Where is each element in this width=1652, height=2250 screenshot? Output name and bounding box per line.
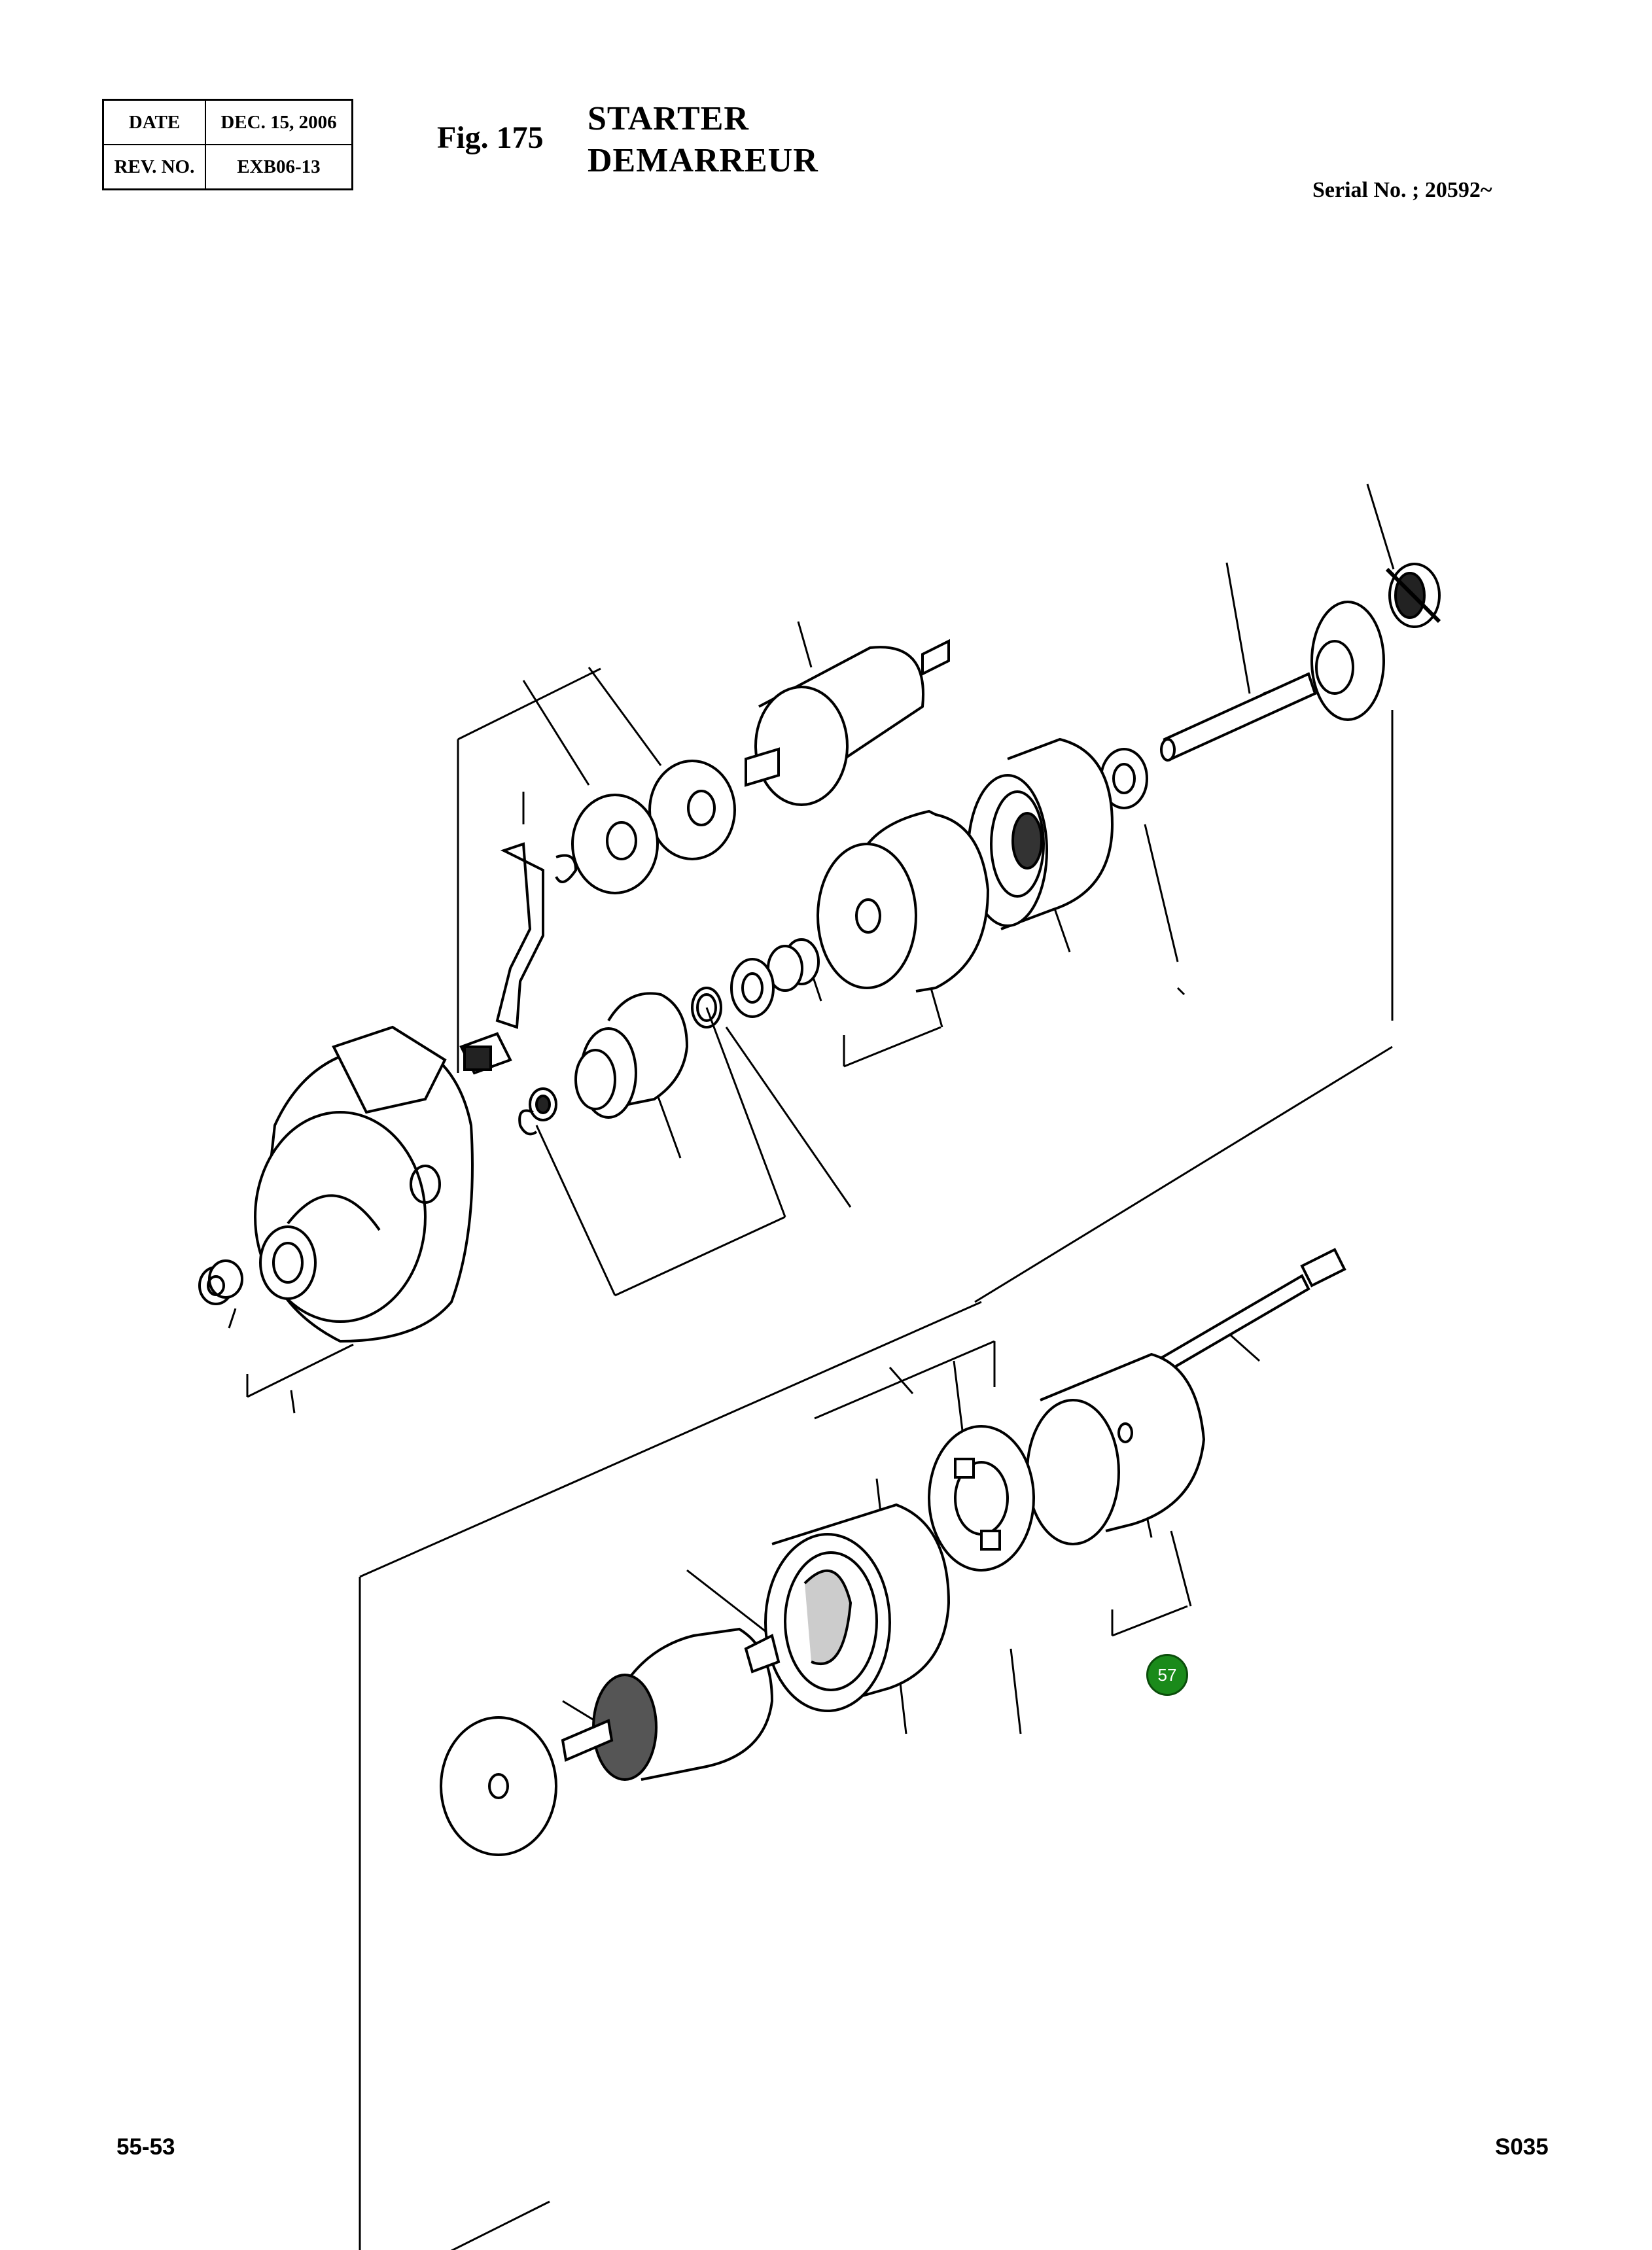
bushing-part	[198, 1259, 243, 1305]
clutch-housing-part	[967, 737, 1114, 930]
figure-number: Fig. 175	[437, 120, 544, 155]
date-label: DATE	[102, 99, 206, 145]
retaining-washer-part	[730, 958, 775, 1018]
page-number: 55-53	[116, 2134, 175, 2160]
title-french: DEMARREUR	[588, 142, 818, 179]
solenoid-washer-parts	[571, 760, 736, 894]
assembly-frame-lines	[246, 667, 1394, 2250]
armature-part	[561, 1627, 781, 1781]
rear-cover-part	[440, 1716, 557, 1856]
field-yoke-part	[764, 1503, 951, 1712]
sleeve-part	[767, 938, 820, 992]
drive-shaft-part	[1160, 601, 1385, 762]
plunger-part	[459, 1032, 512, 1075]
title-english: STARTER	[588, 100, 749, 137]
pinion-gear-part	[1385, 563, 1441, 628]
brush-holder-part	[928, 1425, 1035, 1572]
date-value: DEC. 15, 2006	[204, 99, 353, 145]
front-housing-part	[254, 1025, 474, 1343]
document-code: S035	[1495, 2134, 1549, 2160]
rev-label: REV. NO.	[102, 144, 206, 190]
revision-table: DATE DEC. 15, 2006 REV. NO. EXB06-13	[102, 99, 353, 190]
end-cover-part	[1026, 1352, 1206, 1545]
spring-part	[529, 1087, 557, 1121]
rev-value: EXB06-13	[204, 144, 353, 190]
overrunning-clutch-part	[574, 992, 689, 1119]
callout-57[interactable]: 57	[1146, 1654, 1188, 1696]
gear-housing-part	[817, 809, 990, 993]
serial-number: Serial No. ; 20592~	[1312, 178, 1492, 202]
solenoid-part	[745, 639, 950, 806]
shift-lever-part	[495, 842, 578, 1029]
c-ring-part	[518, 1109, 538, 1136]
through-bolt-part	[1143, 1248, 1346, 1382]
snap-ring-part	[691, 987, 722, 1028]
leader-lines	[228, 483, 1395, 1748]
